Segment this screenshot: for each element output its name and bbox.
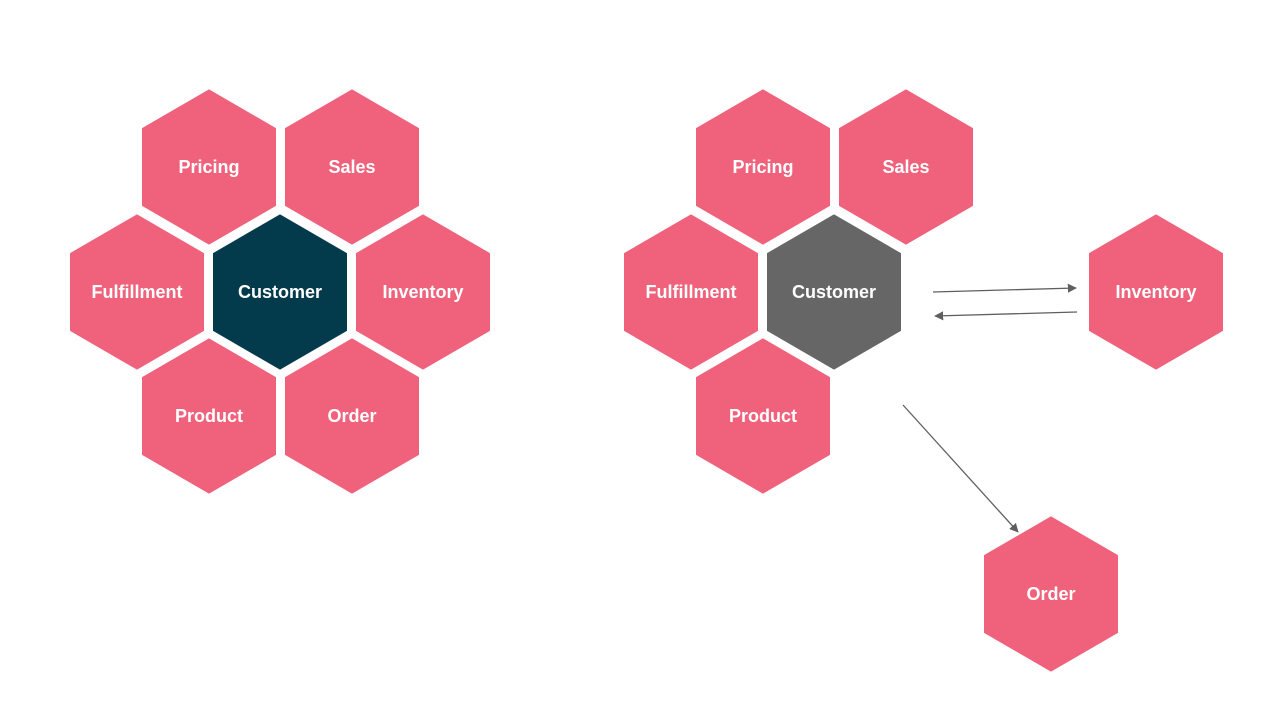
left-hex-product-label: Product <box>175 406 243 426</box>
left-hex-product-shape <box>138 334 280 498</box>
right-cluster: Pricing Sales Fulfillment Product Custom… <box>620 85 1227 676</box>
right-hex-product-shape <box>692 334 834 498</box>
left-hex-inventory[interactable]: Inventory <box>352 210 494 374</box>
right-hex-fulfillment-label: Fulfillment <box>646 282 737 302</box>
right-hex-customer-label: Customer <box>792 282 876 302</box>
right-hex-pricing[interactable]: Pricing <box>692 85 834 249</box>
right-hex-product-label: Product <box>729 406 797 426</box>
right-hex-inventory-label: Inventory <box>1115 282 1196 302</box>
arrow-customer-to-order <box>902 404 1019 533</box>
left-hex-customer-label: Customer <box>238 282 322 302</box>
left-hex-pricing[interactable]: Pricing <box>138 85 280 249</box>
left-hex-fulfillment-shape <box>66 210 208 374</box>
right-hex-product[interactable]: Product <box>692 334 834 498</box>
left-hex-order-label: Order <box>327 406 376 426</box>
left-cluster: Pricing Sales Fulfillment Inventory Prod… <box>66 85 494 498</box>
left-hex-product[interactable]: Product <box>138 334 280 498</box>
arrow-customer-to-inventory <box>932 283 1077 293</box>
left-hex-order[interactable]: Order <box>281 334 423 498</box>
left-hex-fulfillment[interactable]: Fulfillment <box>66 210 208 374</box>
right-hex-customer-shape <box>763 210 905 374</box>
left-hex-order-shape <box>281 334 423 498</box>
left-hex-sales[interactable]: Sales <box>281 85 423 249</box>
left-hex-inventory-shape <box>352 210 494 374</box>
right-hex-order[interactable]: Order <box>980 512 1122 676</box>
left-hex-sales-label: Sales <box>328 157 375 177</box>
left-hex-pricing-shape <box>138 85 280 249</box>
left-hex-pricing-label: Pricing <box>178 157 239 177</box>
arrow-inventory-to-customer <box>934 311 1078 321</box>
right-hex-sales-shape <box>835 85 977 249</box>
right-hex-pricing-shape <box>692 85 834 249</box>
right-hex-sales[interactable]: Sales <box>835 85 977 249</box>
left-hex-sales-shape <box>281 85 423 249</box>
left-hex-inventory-label: Inventory <box>382 282 463 302</box>
right-hex-fulfillment-shape <box>620 210 762 374</box>
right-hex-sales-label: Sales <box>882 157 929 177</box>
right-hex-inventory[interactable]: Inventory <box>1085 210 1227 374</box>
right-hex-inventory-shape <box>1085 210 1227 374</box>
left-hex-customer-shape <box>209 210 351 374</box>
left-hex-fulfillment-label: Fulfillment <box>92 282 183 302</box>
left-hex-customer[interactable]: Customer <box>209 210 351 374</box>
right-hex-customer[interactable]: Customer <box>763 210 905 374</box>
right-hex-pricing-label: Pricing <box>732 157 793 177</box>
right-hex-order-label: Order <box>1026 584 1075 604</box>
right-hex-order-shape <box>980 512 1122 676</box>
right-hex-fulfillment[interactable]: Fulfillment <box>620 210 762 374</box>
